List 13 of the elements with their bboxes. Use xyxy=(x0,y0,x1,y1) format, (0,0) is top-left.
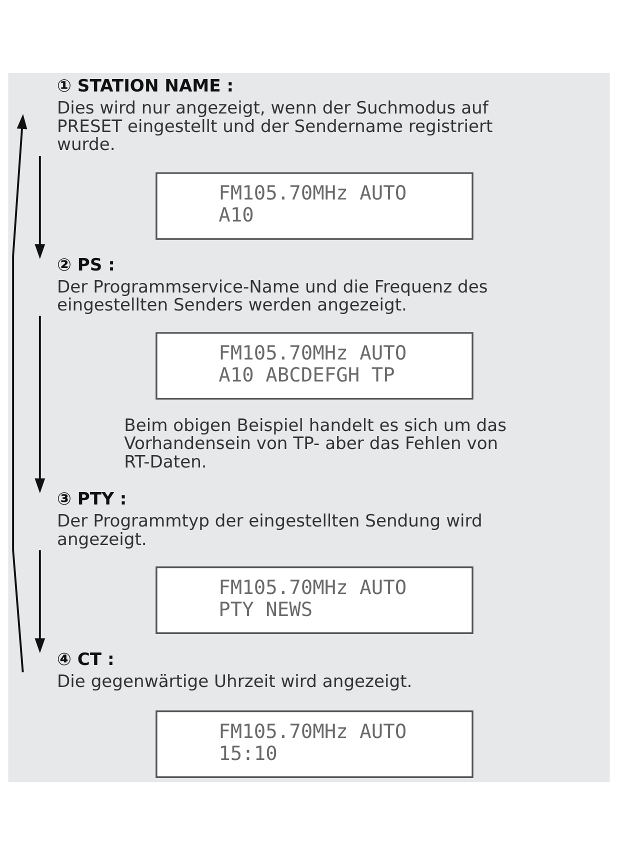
arrow xyxy=(34,550,46,653)
node-text: ② PS : Der Programmservice-Name und die Frequenz des eingestellten Senders werden angezeigt. xyxy=(57,254,488,316)
arrow xyxy=(34,315,46,493)
node-box: FM105.70MHz AUTO A10 xyxy=(156,172,474,240)
node-box: FM105.70MHz AUTO PTY NEWS xyxy=(156,566,474,634)
arrow xyxy=(34,155,46,258)
node-box: FM105.70MHz AUTO A10 ABCDEFGH TP xyxy=(156,332,474,400)
node-text: ① STATION NAME : Dies wird nur angezeigt, wenn der Suchmodus auf PRESET eingestellt und der Sendername registriert wurde. xyxy=(57,76,493,155)
node-text: ③ PTY : Der Programmtyp der eingestellten Sendung wird angezeigt. xyxy=(57,489,482,550)
node-box: FM105.70MHz AUTO 15:10 xyxy=(156,710,474,778)
node-text: ④ CT : Die gegenwärtige Uhrzeit wird angezeigt. xyxy=(57,650,412,692)
node-label: Beim obigen Beispiel handelt es sich um das Vorhandensein von TP- aber das Fehlen von RT-Daten. xyxy=(124,415,506,472)
arrow xyxy=(12,113,28,672)
